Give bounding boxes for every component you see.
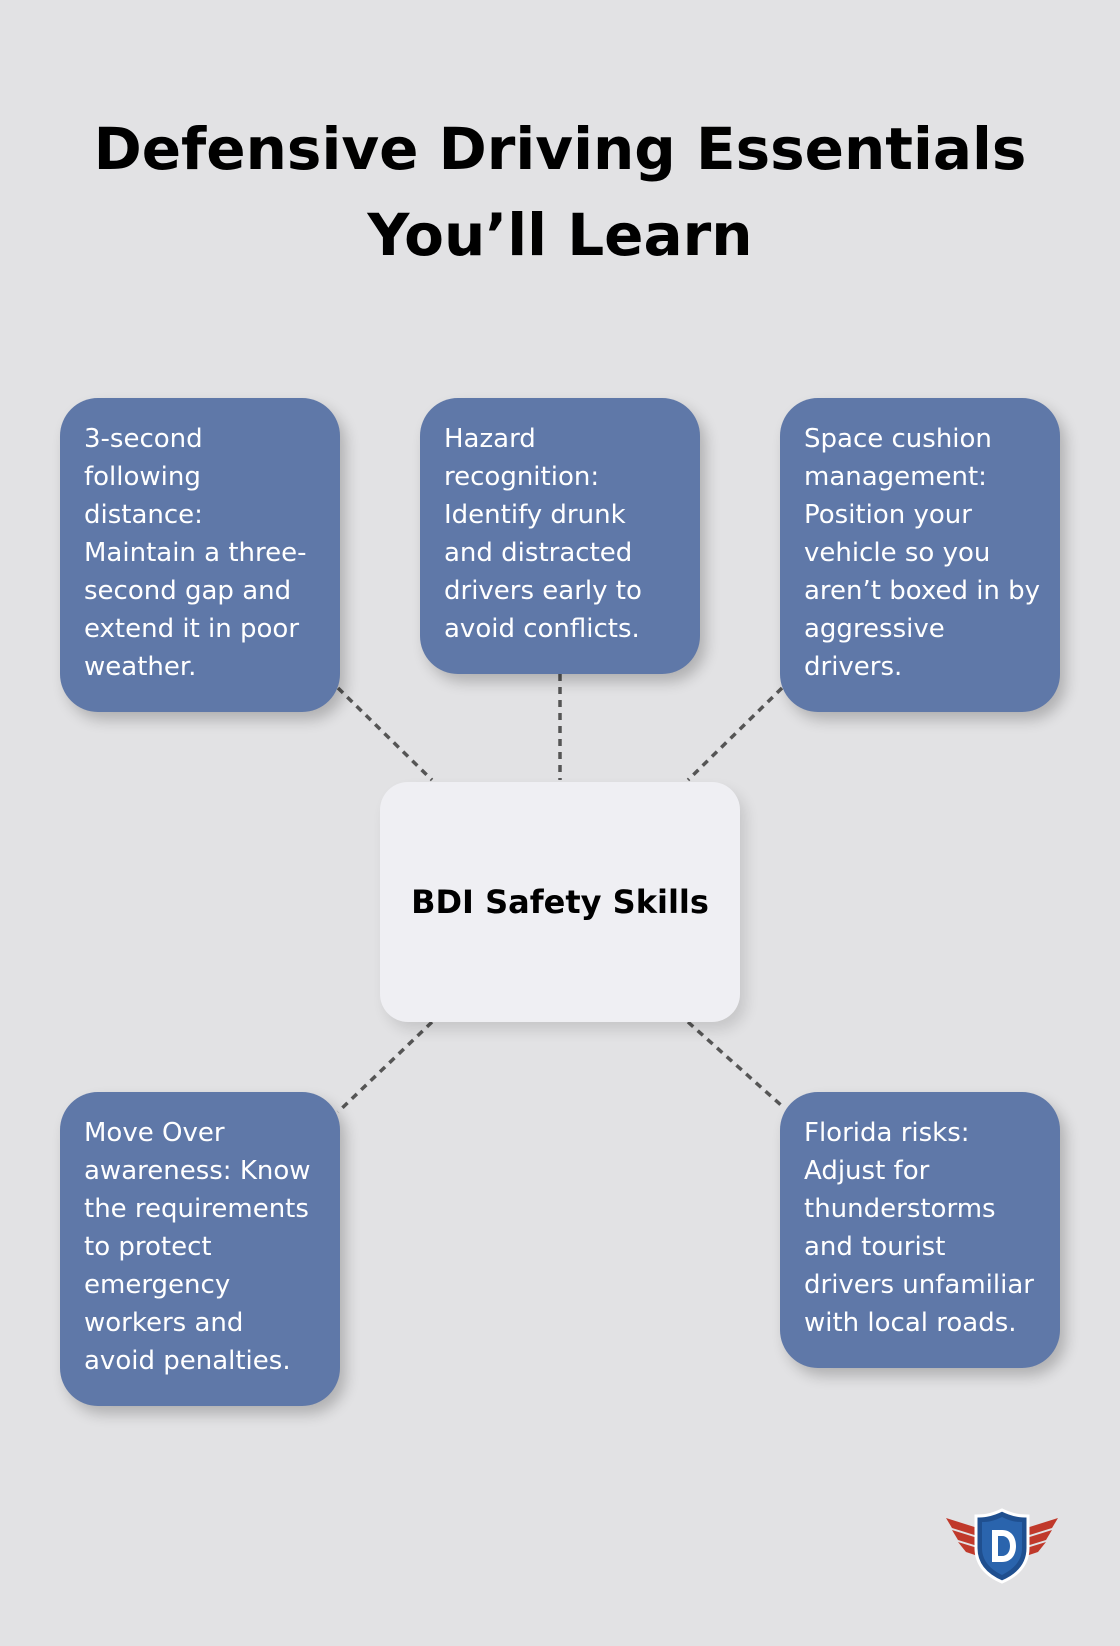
- node-hazard-recognition-text: Hazard recognition: Identify drunk and d…: [444, 424, 642, 644]
- title-line-1: Defensive Driving Essentials: [93, 115, 1027, 183]
- node-florida-risks: Florida risks: Adjust for thunderstorms …: [780, 1092, 1060, 1368]
- node-following-distance: 3-second following distance: Maintain a …: [60, 398, 340, 712]
- node-space-cushion: Space cushion management: Position your …: [780, 398, 1060, 712]
- node-space-cushion-text: Space cushion management: Position your …: [804, 424, 1041, 682]
- diagram-title: Defensive Driving Essentials You’ll Lear…: [0, 106, 1120, 278]
- node-move-over: Move Over awareness: Know the requiremen…: [60, 1092, 340, 1406]
- node-hazard-recognition: Hazard recognition: Identify drunk and d…: [420, 398, 700, 674]
- shield-d-logo-icon: [946, 1508, 1058, 1584]
- connector-bottom-right: [686, 1020, 784, 1108]
- connector-top-left: [336, 686, 434, 782]
- node-move-over-text: Move Over awareness: Know the requiremen…: [84, 1118, 311, 1376]
- connector-bottom-left: [336, 1020, 434, 1114]
- node-following-distance-text: 3-second following distance: Maintain a …: [84, 424, 307, 682]
- node-florida-risks-text: Florida risks: Adjust for thunderstorms …: [804, 1118, 1034, 1338]
- connector-top-right: [686, 686, 784, 782]
- title-line-2: You’ll Learn: [367, 201, 753, 269]
- center-node: BDI Safety Skills: [380, 782, 740, 1022]
- center-node-label: BDI Safety Skills: [411, 883, 709, 921]
